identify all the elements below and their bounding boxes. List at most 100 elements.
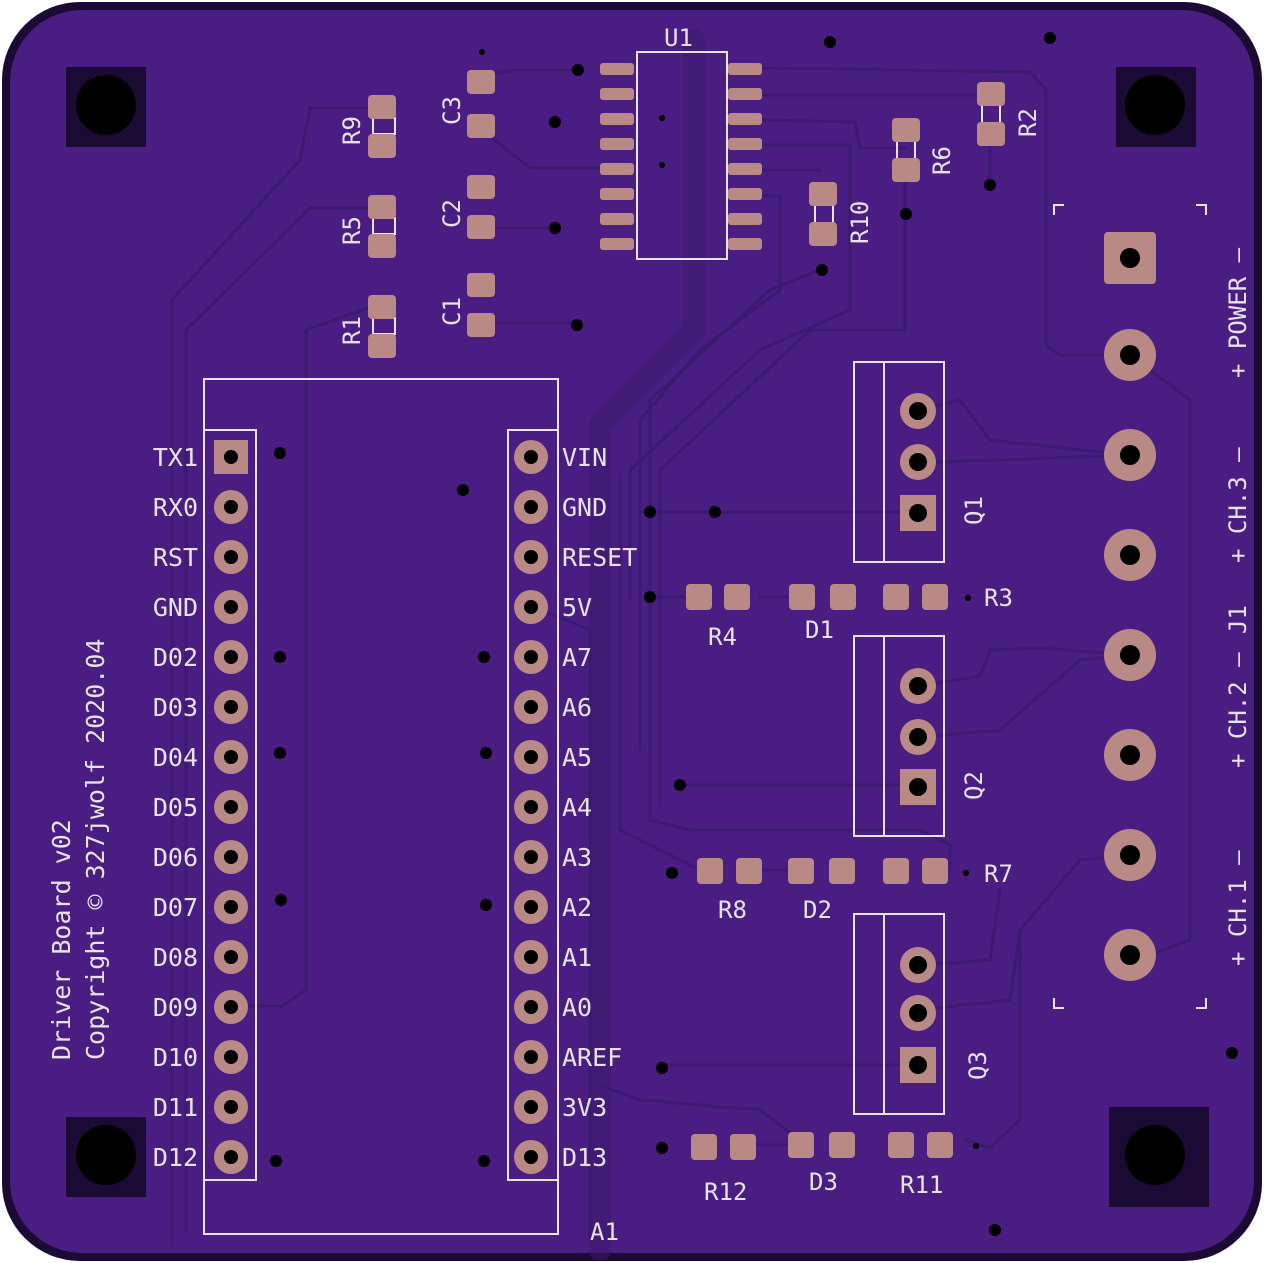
left-pin-label: GND xyxy=(153,593,198,622)
right-pin-label: RESET xyxy=(562,543,637,572)
pin-hole xyxy=(524,500,538,514)
mounting-holes xyxy=(66,67,1209,1207)
right-pin-label: A0 xyxy=(562,993,592,1022)
pin-hole xyxy=(224,700,238,714)
right-pin-label: A7 xyxy=(562,643,592,672)
chip-u1: U1 xyxy=(600,24,762,260)
label-r1: R1 xyxy=(338,316,366,345)
pin-hole xyxy=(524,600,538,614)
right-pin-label: D13 xyxy=(562,1143,607,1172)
vias xyxy=(270,32,1238,1236)
label-c1: C1 xyxy=(438,297,466,326)
left-pin-label: RX0 xyxy=(153,493,198,522)
left-pin-label: RST xyxy=(153,543,198,572)
pin-hole xyxy=(524,1000,538,1014)
right-pin-label: 5V xyxy=(562,593,592,622)
pin-hole xyxy=(224,1100,238,1114)
pin-hole xyxy=(524,800,538,814)
pin-hole xyxy=(224,850,238,864)
right-pin-label: A3 xyxy=(562,843,592,872)
label-a1: A1 xyxy=(590,1218,619,1246)
passives-left: R9 R5 R1 C3 C2 C1 xyxy=(338,70,495,358)
right-pin-label: A1 xyxy=(562,943,592,972)
label-u1: U1 xyxy=(664,24,693,52)
pin-hole xyxy=(524,1100,538,1114)
label-r10: R10 xyxy=(846,201,874,244)
left-pin-label: D09 xyxy=(153,993,198,1022)
left-pin-label: D12 xyxy=(153,1143,198,1172)
right-pin-label: AREF xyxy=(562,1043,622,1072)
pin-hole xyxy=(224,900,238,914)
pin-hole xyxy=(524,750,538,764)
label-r4: R4 xyxy=(708,623,737,651)
label-q2: Q2 xyxy=(960,771,988,800)
connector-j1: + POWER – + CH.3 – J1 + CH.2 – + CH.1 – xyxy=(1053,204,1252,1009)
right-pin-header xyxy=(514,440,548,1174)
right-pin-label: VIN xyxy=(562,443,607,472)
right-pin-label: A6 xyxy=(562,693,592,722)
label-r7: R7 xyxy=(984,860,1013,888)
label-q1: Q1 xyxy=(960,496,988,525)
label-r3: R3 xyxy=(984,584,1013,612)
passives-horizontal: R4 D1 R3 R8 D2 R7 R12 D3 R11 xyxy=(686,584,1013,1206)
left-pin-label: D03 xyxy=(153,693,198,722)
passives-top-right: R10 R6 R2 xyxy=(809,82,1042,246)
pin-hole xyxy=(224,1050,238,1064)
pin-hole xyxy=(524,700,538,714)
left-pin-label: D11 xyxy=(153,1093,198,1122)
left-pin-label: D07 xyxy=(153,893,198,922)
left-pin-labels: TX1RX0RSTGNDD02D03D04D05D06D07D08D09D10D… xyxy=(153,443,198,1172)
right-pin-label: 3V3 xyxy=(562,1093,607,1122)
pin-hole xyxy=(224,550,238,564)
pin-hole xyxy=(224,750,238,764)
pin-hole xyxy=(524,450,538,464)
pin-hole xyxy=(524,900,538,914)
left-pin-label: D08 xyxy=(153,943,198,972)
label-r11: R11 xyxy=(900,1171,943,1199)
board-title: Driver Board v02 xyxy=(47,819,76,1060)
left-pin-label: D02 xyxy=(153,643,198,672)
right-pin-label: A5 xyxy=(562,743,592,772)
label-r12: R12 xyxy=(704,1178,747,1206)
label-r2: R2 xyxy=(1014,108,1042,137)
transistors: Q1 Q2 Q3 xyxy=(853,361,992,1115)
pin-hole xyxy=(224,1150,238,1164)
label-d3: D3 xyxy=(809,1168,838,1196)
label-ch1: + CH.1 – xyxy=(1224,850,1252,966)
pin-hole xyxy=(524,550,538,564)
pin-hole xyxy=(524,850,538,864)
left-pin-label: D10 xyxy=(153,1043,198,1072)
pin-hole xyxy=(524,1050,538,1064)
left-pin-label: D06 xyxy=(153,843,198,872)
pin-hole xyxy=(224,450,238,464)
label-j1: J1 xyxy=(1224,605,1252,634)
label-ch2: + CH.2 – xyxy=(1224,652,1252,768)
module-a1: A1 TX1RX0RSTGNDD02D03D04D05D06D07D08D09D… xyxy=(153,378,637,1246)
pin-hole xyxy=(224,650,238,664)
right-pin-label: A2 xyxy=(562,893,592,922)
label-power: + POWER – xyxy=(1224,247,1252,378)
pin-hole xyxy=(224,950,238,964)
board-copyright: Copyright © 327jwolf 2020.04 xyxy=(81,639,110,1060)
pin-hole xyxy=(224,800,238,814)
label-r8: R8 xyxy=(718,896,747,924)
label-d2: D2 xyxy=(803,896,832,924)
pin-hole xyxy=(224,500,238,514)
pin-hole xyxy=(524,1150,538,1164)
label-r5: R5 xyxy=(338,216,366,245)
label-q3: Q3 xyxy=(964,1051,992,1080)
label-d1: D1 xyxy=(805,616,834,644)
left-pin-header xyxy=(214,440,248,1174)
traces xyxy=(170,66,1192,1242)
right-pin-label: GND xyxy=(562,493,607,522)
pin-hole xyxy=(524,950,538,964)
left-pin-label: TX1 xyxy=(153,443,198,472)
label-ch3: + CH.3 – xyxy=(1224,447,1252,563)
right-pin-label: A4 xyxy=(562,793,592,822)
pin-hole xyxy=(224,1000,238,1014)
label-r9: R9 xyxy=(338,116,366,145)
left-pin-label: D05 xyxy=(153,793,198,822)
label-c2: C2 xyxy=(438,199,466,228)
